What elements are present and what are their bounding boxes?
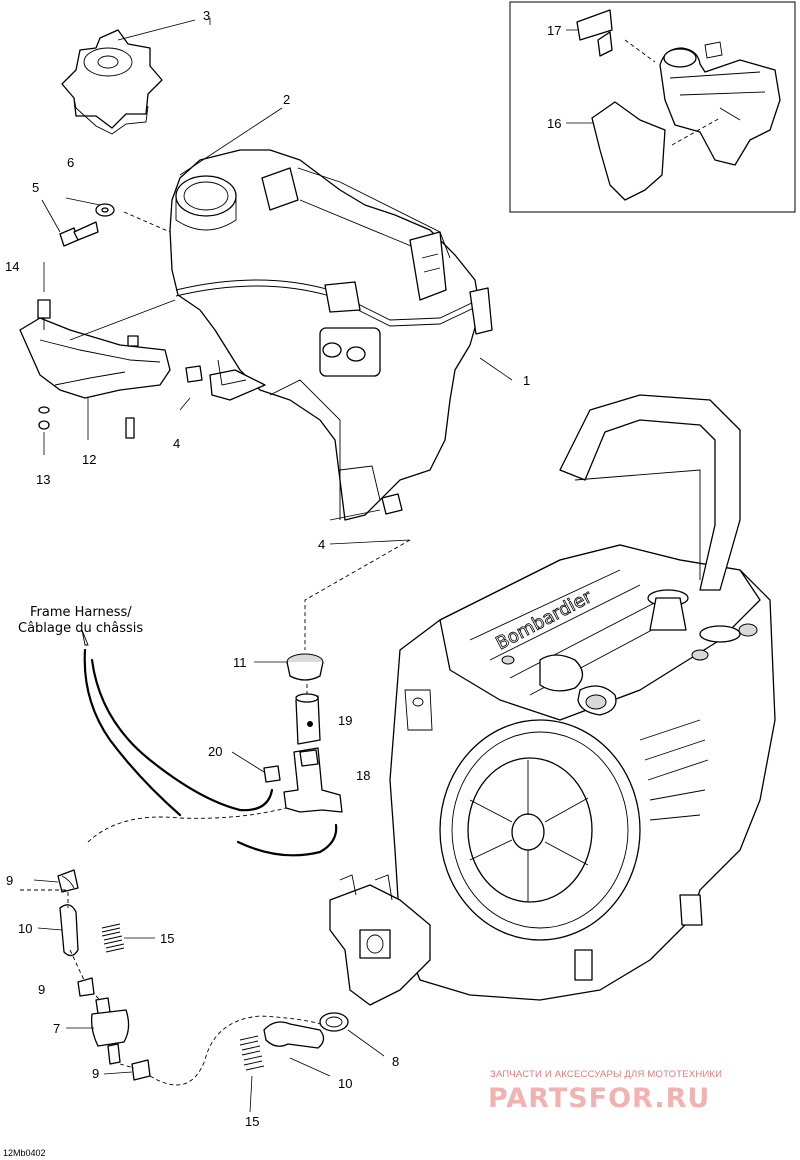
engine-assembly: Bombardier: [329, 394, 776, 1006]
callout-16: 16: [547, 116, 561, 131]
callout-9-low: 9: [92, 1066, 99, 1081]
callout-13: 13: [36, 472, 50, 487]
watermark-brand: PARTSFOR.RU: [488, 1083, 710, 1114]
callout-6: 6: [67, 155, 74, 170]
callout-labels: 1 2 3 4 4 5 6 7 8 9 9 9 10 10 11 12 13 1…: [5, 8, 561, 1129]
callout-4-upper: 4: [173, 436, 180, 451]
callout-10-low: 10: [338, 1076, 352, 1091]
callout-18: 18: [356, 768, 370, 783]
inset-detail: [509, 1, 796, 213]
tank-cap: [61, 29, 163, 135]
callout-19: 19: [338, 713, 352, 728]
callout-9-mid: 9: [38, 982, 45, 997]
callout-3: 3: [203, 8, 210, 23]
fuel-line-parts: [20, 869, 349, 1086]
coolant-tank: [169, 149, 493, 521]
watermark: ЗАПЧАСТИ И АКСЕССУАРЫ ДЛЯ МОТОТЕХНИКИ PA…: [488, 1069, 722, 1114]
leader-lines-lower: [33, 661, 385, 1113]
callout-1: 1: [523, 373, 530, 388]
callout-12: 12: [82, 452, 96, 467]
frame-harness-label-en: Frame Harness/: [30, 605, 132, 620]
callout-7: 7: [53, 1021, 60, 1036]
callout-20: 20: [208, 744, 222, 759]
callout-15-top: 15: [160, 931, 174, 946]
callout-9-top: 9: [6, 873, 13, 888]
callout-4-lower: 4: [318, 537, 325, 552]
callout-14: 14: [5, 259, 19, 274]
leader-lines-upper: [41, 18, 513, 650]
temperature-sensor: [87, 653, 343, 843]
callout-10-top: 10: [18, 921, 32, 936]
callout-15-low: 15: [245, 1114, 259, 1129]
frame-harness: [81, 629, 338, 857]
tank-bracket: [19, 203, 403, 515]
drawing-code: 12Mb0402: [3, 1148, 46, 1158]
callout-2: 2: [283, 92, 290, 107]
callout-17: 17: [547, 23, 561, 38]
frame-harness-label-fr: Câblage du châssis: [18, 621, 143, 636]
watermark-tagline: ЗАПЧАСТИ И АКСЕССУАРЫ ДЛЯ МОТОТЕХНИКИ: [490, 1069, 722, 1080]
callout-11: 11: [233, 655, 247, 670]
callout-5: 5: [32, 180, 39, 195]
callout-8: 8: [392, 1054, 399, 1069]
